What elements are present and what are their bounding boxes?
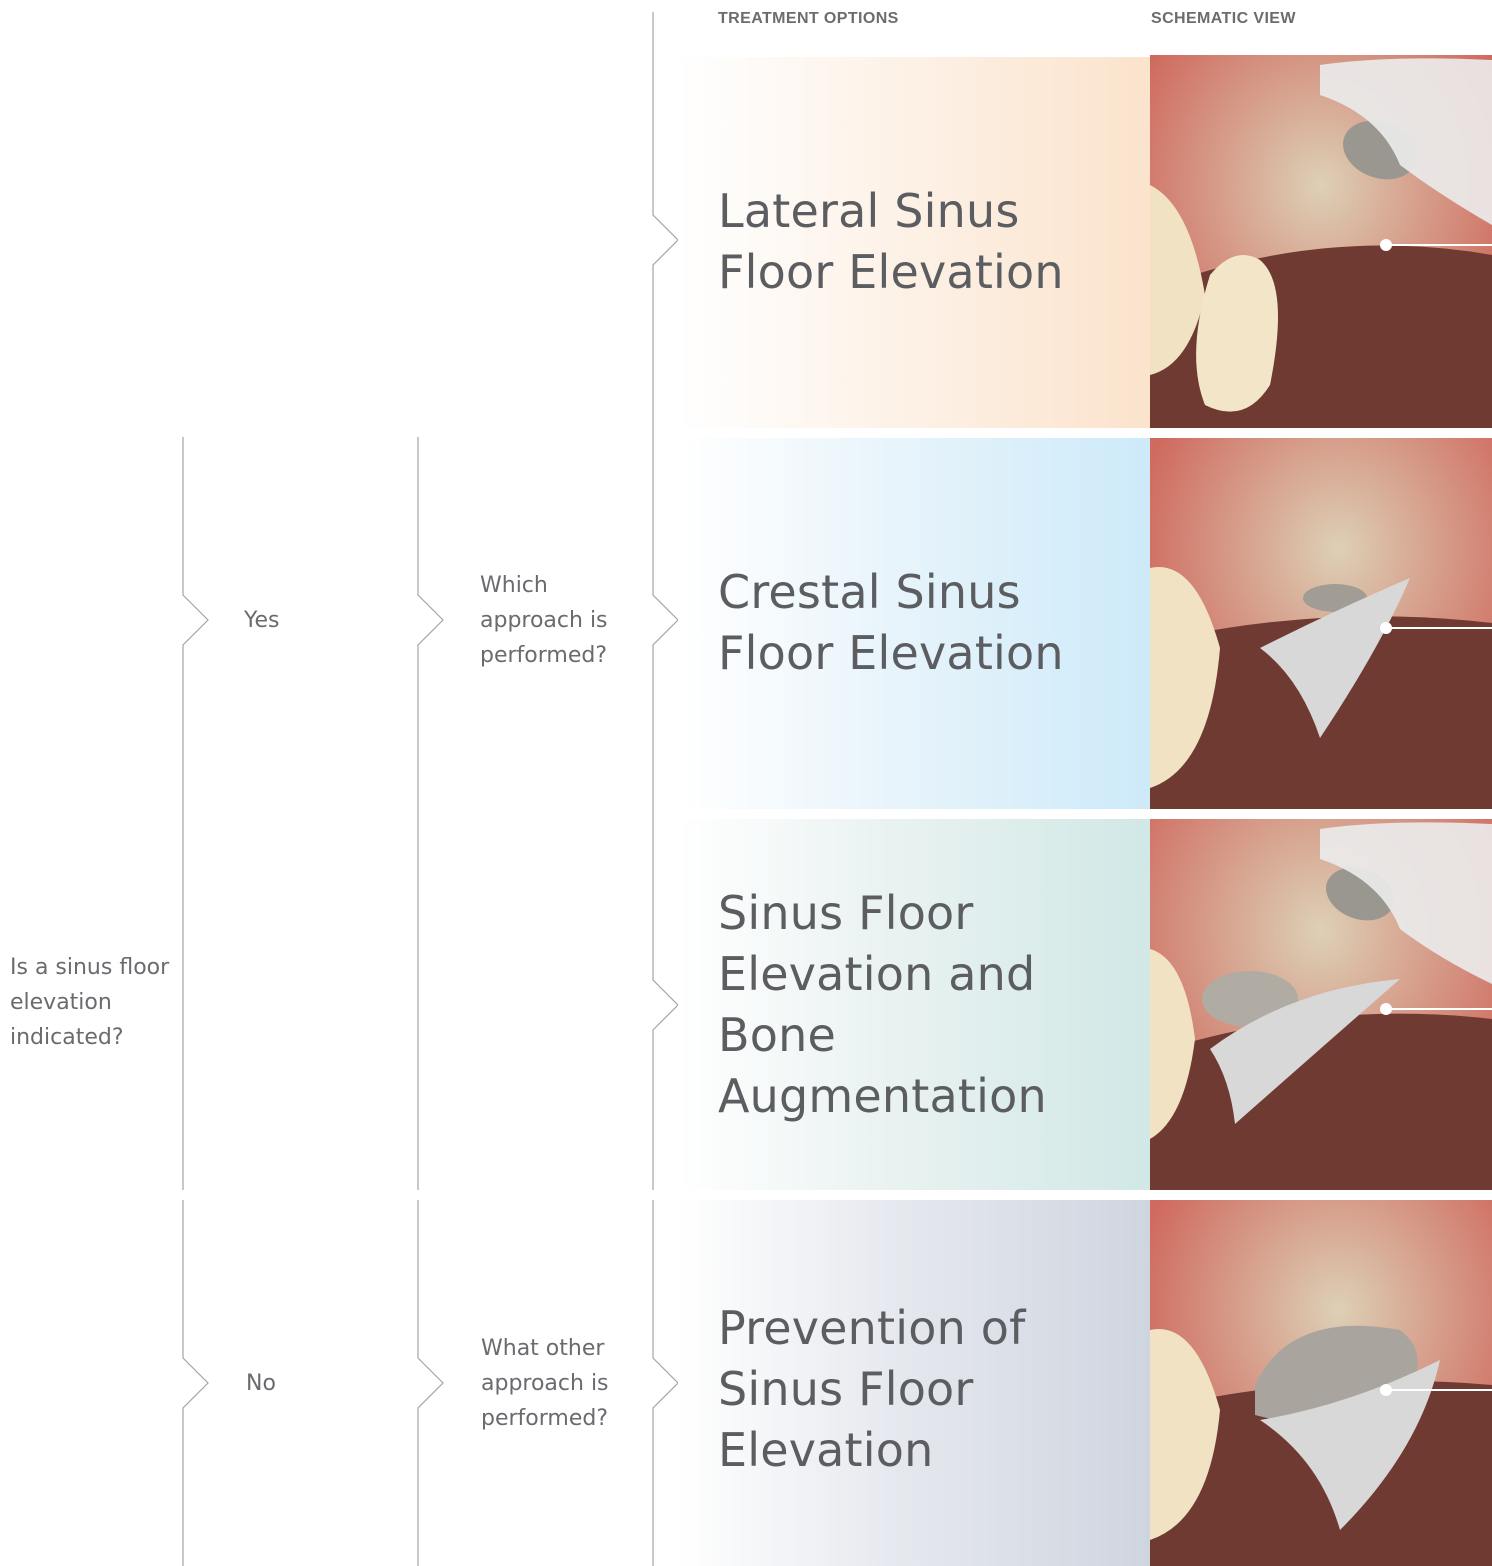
prevention-illustration (1150, 1200, 1492, 1566)
treatment-row-lateral: Lateral Sinus Floor Elevation (678, 57, 1150, 428)
crestal-sinus-illustration (1150, 438, 1492, 809)
no-label: No (246, 1366, 276, 1401)
treatment-row-augmentation: Sinus Floor Elevation and Bone Augmentat… (678, 819, 1150, 1190)
yes-followup-question: Which approach is performed? (480, 568, 620, 673)
root-no-bracket (183, 1200, 208, 1566)
no-question-bracket (418, 1200, 443, 1566)
treatment-title: Lateral Sinus Floor Elevation (718, 181, 1138, 303)
yes-label: Yes (244, 603, 280, 638)
treatment-row-prevention: Prevention of Sinus Floor Elevation (678, 1200, 1150, 1566)
treatment-title: Crestal Sinus Floor Elevation (718, 562, 1138, 684)
treatment-bracket-lower (653, 1200, 678, 1566)
lateral-sinus-illustration (1150, 55, 1492, 428)
treatment-bracket-upper (653, 12, 678, 1190)
root-yes-bracket (183, 437, 208, 1190)
treatment-title: Sinus Floor Elevation and Bone Augmentat… (718, 883, 1048, 1127)
no-followup-question: What other approach is performed? (481, 1331, 621, 1436)
augmentation-illustration (1150, 819, 1492, 1190)
root-question: Is a sinus floor elevation indicated? (10, 950, 180, 1055)
treatment-title: Prevention of Sinus Floor Elevation (718, 1298, 1048, 1481)
yes-question-bracket (418, 437, 443, 1190)
treatment-row-crestal: Crestal Sinus Floor Elevation (678, 438, 1150, 809)
